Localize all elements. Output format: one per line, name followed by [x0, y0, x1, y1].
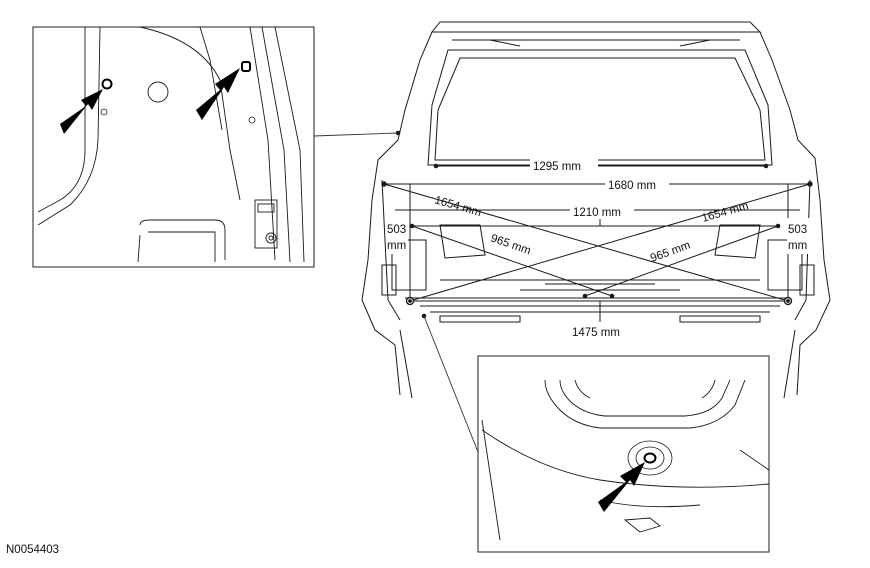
measurement-lines [383, 165, 811, 322]
upper-detail-panel [32, 26, 315, 268]
label-1295: 1295 mm [533, 161, 581, 173]
label-503-left-value: 503 [387, 224, 406, 236]
figure-id: N0054403 [6, 544, 60, 556]
arrow-icon [60, 89, 103, 134]
line-965-left [411, 225, 613, 297]
point [433, 163, 439, 169]
point-lower-left-core [408, 299, 412, 303]
line-965-right [584, 225, 779, 297]
lower-detail-panel [477, 355, 770, 553]
label-1654-left: 1654 mm [433, 194, 482, 219]
leader-upper-detail [313, 132, 399, 137]
leader-lower-detail [423, 315, 479, 453]
point [381, 181, 387, 187]
measurement-points [381, 130, 813, 319]
label-503-right-value: 503 [788, 224, 807, 236]
arrow-icon [598, 462, 645, 512]
point-lower-right-core [786, 299, 790, 303]
arrow-icon [196, 68, 240, 120]
label-965-right: 965 mm [649, 239, 692, 264]
upper-detail-linework [37, 26, 305, 263]
line-1654-left [383, 183, 789, 302]
label-1210: 1210 mm [573, 207, 621, 219]
point [409, 223, 415, 229]
label-1654-right: 1654 mm [701, 200, 750, 225]
label-1475: 1475 mm [572, 327, 620, 339]
callout-leaders [313, 132, 479, 453]
point [763, 163, 769, 169]
label-1680: 1680 mm [608, 180, 656, 192]
line-1654-right [409, 183, 811, 302]
upper-detail-target-hole-right [241, 61, 251, 72]
point [775, 223, 781, 229]
label-965-left: 965 mm [489, 232, 532, 257]
upper-detail-target-hole-left [101, 78, 113, 90]
label-503-right-unit: mm [788, 240, 807, 252]
lower-detail-target-hole [627, 440, 673, 476]
point [609, 293, 615, 299]
point [807, 181, 813, 187]
upper-detail-round-hole [147, 81, 169, 103]
label-503-left-unit: mm [387, 240, 406, 252]
point [582, 293, 588, 299]
